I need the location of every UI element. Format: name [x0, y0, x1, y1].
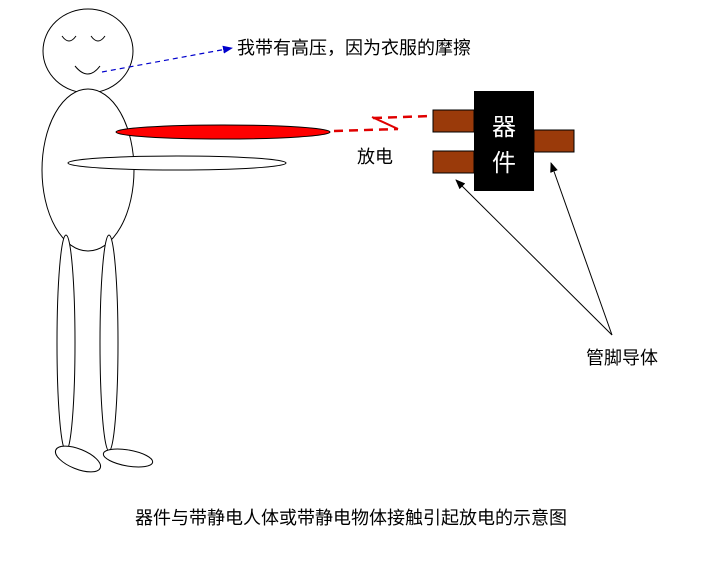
pin-right	[533, 129, 575, 153]
pins-label: 管脚导体	[586, 348, 658, 369]
pin-left-top	[432, 109, 475, 133]
person-figure	[41, 8, 287, 473]
right-eye	[90, 35, 106, 42]
smile	[74, 65, 101, 75]
pin-arrow-left	[455, 179, 613, 336]
discharge-label: 放电	[357, 147, 393, 168]
device-label-bottom: 件	[492, 149, 516, 177]
person-left-foot	[54, 445, 102, 473]
pin-arrow-right	[550, 162, 613, 336]
discharge-spark	[333, 114, 433, 133]
person-left-leg	[56, 234, 76, 452]
person-right-leg	[99, 234, 119, 452]
device-label-top: 器	[492, 113, 516, 141]
person-arm-lower	[67, 155, 287, 171]
device-body	[474, 91, 534, 191]
left-eye	[61, 35, 77, 42]
discharge-line-upper	[372, 114, 433, 120]
discharge-line-lower	[333, 127, 399, 133]
charged-arm	[115, 124, 331, 140]
person-note-label: 我带有高压，因为衣服的摩擦	[237, 38, 471, 59]
discharge-zigzag	[371, 116, 399, 130]
person-body	[41, 88, 135, 252]
person-head	[42, 8, 134, 94]
pin-left-bottom	[432, 150, 475, 174]
person-right-foot	[102, 448, 154, 468]
caption: 器件与带静电人体或带静电物体接触引起放电的示意图	[135, 508, 567, 529]
note-arrow	[101, 45, 233, 73]
device: 器 件	[432, 91, 575, 191]
